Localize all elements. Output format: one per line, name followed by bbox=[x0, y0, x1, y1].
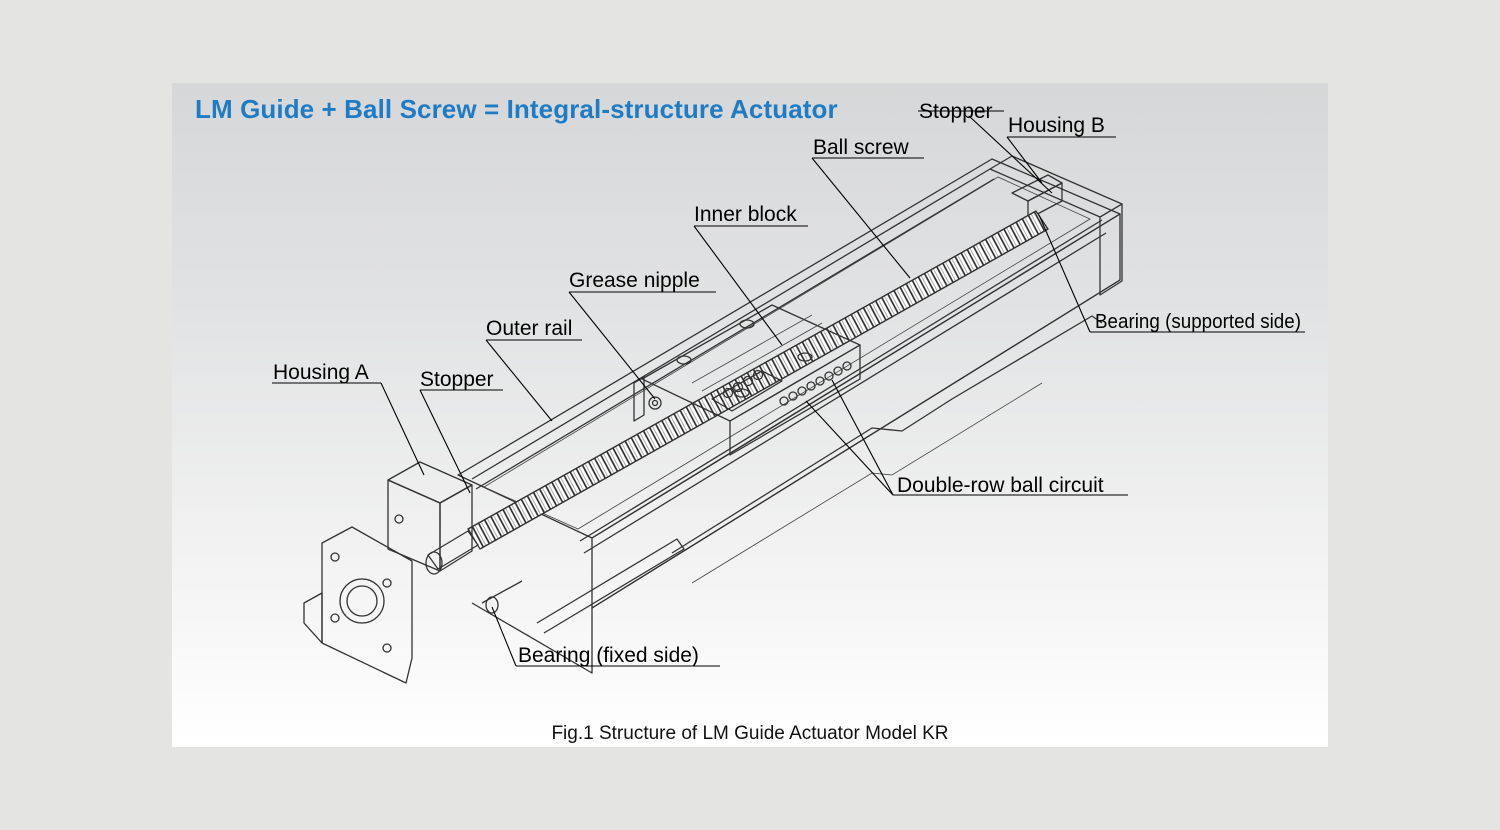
actuator-drawing: Stopper Housing B Ball screw Inner block… bbox=[272, 100, 1305, 684]
figure-caption: Fig.1 Structure of LM Guide Actuator Mod… bbox=[551, 723, 949, 744]
label-housing-a: Housing A bbox=[273, 361, 369, 384]
label-double-row-ball-circuit: Double-row ball circuit bbox=[897, 474, 1104, 497]
label-stopper-left: Stopper bbox=[420, 368, 494, 391]
headline: LM Guide + Ball Screw = Integral-structu… bbox=[195, 94, 838, 124]
bearing-fixed bbox=[425, 530, 523, 614]
label-stopper-top: Stopper bbox=[919, 100, 993, 123]
label-ball-screw: Ball screw bbox=[813, 136, 910, 159]
ball-circuit bbox=[722, 361, 852, 406]
outer-rail-body bbox=[457, 158, 1121, 674]
label-grease-nipple: Grease nipple bbox=[569, 269, 700, 292]
inner-block bbox=[633, 304, 861, 456]
grease-nipple bbox=[648, 396, 662, 410]
label-inner-block: Inner block bbox=[694, 203, 797, 226]
housing-b bbox=[989, 155, 1123, 296]
label-bearing-fixed: Bearing (fixed side) bbox=[518, 644, 699, 667]
leader-lines bbox=[272, 110, 1305, 667]
label-bearing-supported: Bearing (supported side) bbox=[1095, 311, 1301, 333]
label-outer-rail: Outer rail bbox=[486, 317, 572, 340]
motor-flange bbox=[303, 526, 413, 684]
figure-panel: Stopper Housing B Ball screw Inner block… bbox=[172, 83, 1328, 747]
label-housing-b: Housing B bbox=[1008, 114, 1105, 137]
